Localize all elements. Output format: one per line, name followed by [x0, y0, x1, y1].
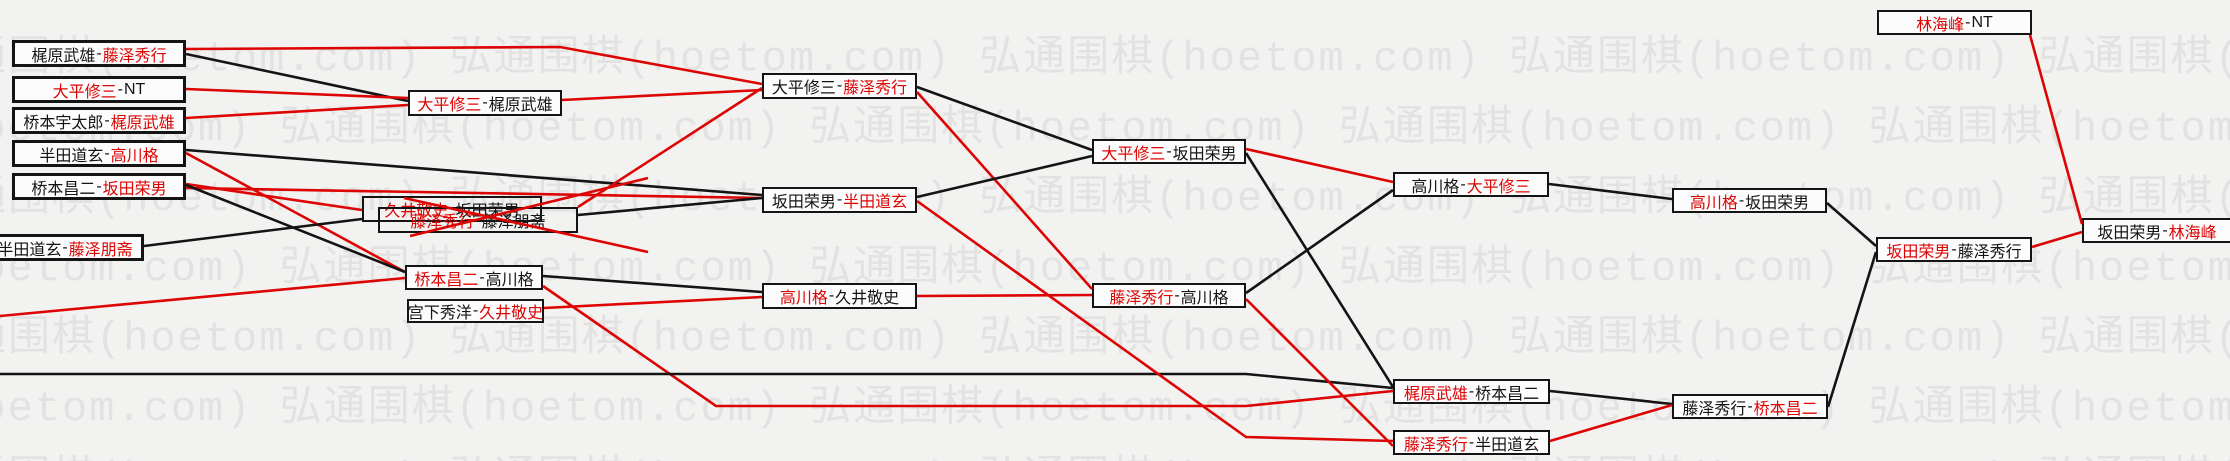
player-name-left: 桥本昌二: [414, 271, 479, 289]
player-name-left: 藤泽秀行: [1682, 400, 1747, 418]
watermark-text: 弘通围棋(hoetom.com) 弘通围棋(hoetom.com) 弘通围棋(h…: [0, 315, 2230, 363]
match-box[interactable]: 桥本宇太郎-梶原武雄: [12, 107, 186, 134]
player-name-right: 藤泽秀行: [843, 80, 908, 97]
vs-dash: -: [104, 111, 110, 129]
match-box[interactable]: 梶原武雄-桥本昌二: [1393, 379, 1550, 404]
player-name-left: 藤泽秀行: [410, 214, 475, 231]
match-box[interactable]: 高川格-坂田荣男: [1672, 188, 1827, 213]
player-name-right: 大平修三: [1466, 178, 1531, 196]
player-name-right: 高川格: [110, 147, 159, 165]
player-name-left: 高川格: [779, 290, 828, 307]
player-name-left: 梶原武雄: [1403, 385, 1468, 403]
match-box[interactable]: 藤泽秀行-藤泽朋斋: [378, 207, 578, 233]
player-name-right: NT: [124, 80, 146, 98]
player-name-right: 坂田荣男: [1172, 145, 1237, 163]
player-name-right: 梶原武雄: [110, 114, 175, 132]
watermark-text: 弘通围棋(hoetom.com) 弘通围棋(hoetom.com) 弘通围棋(h…: [0, 385, 2230, 433]
match-box[interactable]: 大平修三-梶原武雄: [408, 90, 562, 116]
player-name-right: NT: [1971, 13, 1993, 31]
player-name-left: 大平修三: [417, 97, 482, 114]
watermark-text: 弘通围棋(hoetom.com) 弘通围棋(hoetom.com) 弘通围棋(h…: [0, 175, 2230, 223]
match-box[interactable]: 半田道玄-高川格: [12, 140, 186, 167]
vs-dash: -: [1166, 142, 1172, 160]
match-box[interactable]: 藤泽秀行-桥本昌二: [1672, 394, 1828, 419]
vs-dash: -: [1468, 433, 1475, 451]
match-box[interactable]: 大平修三-NT: [12, 76, 186, 103]
player-name-right: 桥本昌二: [1475, 385, 1540, 403]
vs-dash: -: [472, 302, 479, 319]
player-name-right: 半田道玄: [1475, 436, 1540, 454]
match-box[interactable]: 桥本昌二-高川格: [405, 265, 543, 290]
vs-dash: -: [1747, 397, 1753, 415]
match-box[interactable]: 藤泽秀行-高川格: [1092, 283, 1246, 308]
player-name-right: 久井敬史: [479, 305, 544, 322]
vs-dash: -: [1460, 175, 1466, 193]
player-name-left: 林海峰: [1916, 16, 1965, 34]
player-name-left: 坂田荣男: [2097, 224, 2162, 242]
vs-dash: -: [62, 238, 68, 256]
vs-dash: -: [828, 287, 835, 304]
player-name-left: 大平修三: [52, 83, 117, 101]
player-name-right: 梶原武雄: [488, 97, 553, 114]
match-box[interactable]: 宫下秀洋-久井敬史: [407, 299, 544, 323]
player-name-left: 大平修三: [771, 80, 836, 97]
vs-dash: -: [104, 144, 110, 162]
player-name-left: 桥本昌二: [31, 180, 96, 198]
player-name-left: 梶原武雄: [31, 47, 96, 65]
vs-dash: -: [482, 94, 488, 111]
player-name-right: 林海峰: [2168, 224, 2217, 242]
vs-dash: -: [1468, 382, 1475, 400]
player-name-left: 藤泽秀行: [1403, 436, 1468, 454]
connector-line-red: [916, 293, 1093, 298]
vs-dash: -: [475, 211, 481, 228]
player-name-left: 坂田荣男: [771, 194, 836, 211]
player-name-left: 半田道玄: [39, 147, 104, 165]
vs-dash: -: [1965, 13, 1971, 31]
player-name-left: 桥本宇太郎: [23, 114, 104, 132]
vs-dash: -: [1951, 240, 1957, 258]
player-name-right: 坂田荣男: [1745, 194, 1810, 212]
player-name-right: 藤泽秀行: [102, 47, 167, 65]
player-name-left: 高川格: [1411, 178, 1460, 196]
player-name-left: 藤泽秀行: [1109, 289, 1174, 307]
vs-dash: -: [1174, 286, 1180, 304]
match-box[interactable]: 藤泽秀行-半田道玄: [1393, 430, 1550, 455]
player-name-left: 半田道玄: [0, 241, 62, 259]
vs-dash: -: [1738, 191, 1745, 209]
vs-dash: -: [96, 177, 102, 195]
match-box[interactable]: 林海峰-NT: [1877, 10, 2032, 35]
player-name-left: 高川格: [1689, 194, 1738, 212]
match-box[interactable]: 坂田荣男-林海峰: [2082, 218, 2230, 243]
match-box[interactable]: 半田道玄-藤泽朋斋: [0, 234, 144, 261]
vs-dash: -: [117, 80, 123, 98]
player-name-right: 高川格: [1180, 289, 1229, 307]
player-name-left: 大平修三: [1101, 145, 1166, 163]
match-box[interactable]: 大平修三-坂田荣男: [1092, 139, 1246, 164]
player-name-right: 藤泽朋斋: [68, 241, 133, 259]
player-name-right: 藤泽朋斋: [481, 214, 546, 231]
vs-dash: -: [836, 191, 843, 208]
vs-dash: -: [479, 268, 485, 286]
match-box[interactable]: 梶原武雄-藤泽秀行: [12, 40, 186, 67]
match-box[interactable]: 大平修三-藤泽秀行: [762, 73, 917, 99]
player-name-right: 久井敬史: [835, 290, 900, 307]
vs-dash: -: [2162, 221, 2168, 239]
player-name-right: 桥本昌二: [1753, 400, 1818, 418]
player-name-right: 半田道玄: [843, 194, 908, 211]
match-box[interactable]: 高川格-大平修三: [1393, 172, 1549, 197]
player-name-right: 坂田荣男: [102, 180, 167, 198]
player-name-right: 高川格: [485, 271, 534, 289]
match-box[interactable]: 桥本昌二-坂田荣男: [12, 173, 186, 200]
match-box[interactable]: 坂田荣男-藤泽秀行: [1876, 237, 2032, 262]
player-name-left: 宫下秀洋: [407, 305, 472, 322]
player-name-right: 藤泽秀行: [1957, 243, 2022, 261]
match-box[interactable]: 坂田荣男-半田道玄: [762, 187, 917, 213]
watermark-text: 弘通围棋(hoetom.com) 弘通围棋(hoetom.com) 弘通围棋(h…: [0, 442, 2230, 461]
vs-dash: -: [96, 44, 102, 62]
match-box[interactable]: 高川格-久井敬史: [762, 283, 917, 309]
vs-dash: -: [836, 77, 843, 94]
player-name-left: 坂田荣男: [1886, 243, 1951, 261]
